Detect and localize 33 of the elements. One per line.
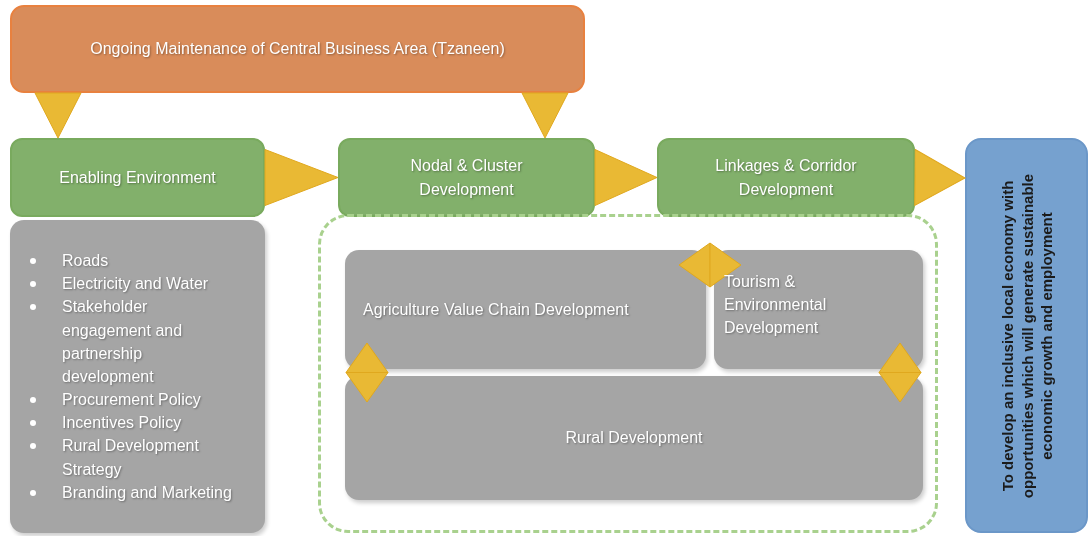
process-box [345,376,923,500]
list-item: Incentives Policy [28,411,234,435]
arrow [264,149,339,206]
diamond-connector [345,342,389,403]
goal-box [965,138,1088,533]
node-label: Tourism & Environmental Development [724,272,828,339]
list-item: Roads [28,248,234,273]
process-box [345,250,706,369]
process-box [10,5,585,93]
dashed-group-frame [318,214,938,533]
list-panel [10,220,265,533]
list-item: Electricity and Water [28,272,234,296]
list-item: Procurement Policy [28,388,234,412]
node-label: Nodal & Cluster Development [409,156,524,200]
arrow [521,92,569,139]
arrow [914,149,966,206]
node-label: Linkages & Corridor Development [714,156,858,200]
process-box [657,138,915,217]
node-label: Enabling Environment [59,167,216,188]
process-box [10,138,265,217]
diamond-connector [678,242,742,288]
list-item: Rural Development Strategy [28,434,234,481]
list-item: Branding and Marketing [28,480,234,505]
diamond-connector [878,342,922,403]
node-label: Ongoing Maintenance of Central Business Area (Tzaneen) [90,39,505,60]
list-item: Stakeholder engagement and partnership development [28,295,234,389]
node-label: Rural Development [565,428,703,449]
process-box [338,138,595,217]
node-label: Agriculture Value Chain Development [363,299,629,320]
arrow [34,92,82,139]
node-label: To develop an inclusive local economy with opportunities which will generate sustainable economic growth and employment [997,172,1056,500]
process-box [714,250,923,369]
arrow [594,149,658,206]
